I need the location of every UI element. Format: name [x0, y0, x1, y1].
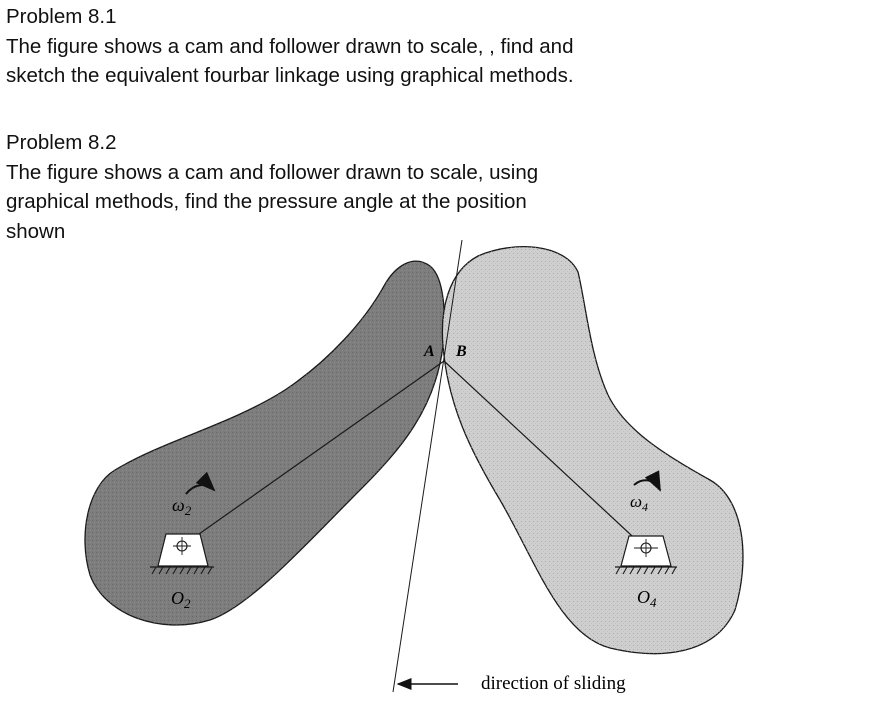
cam-link-2-texture — [84, 261, 445, 625]
omega4-arrow-icon — [633, 470, 661, 492]
effective-link-2 — [181, 360, 445, 547]
pivot-o2-label: O2 — [171, 588, 191, 611]
problem-8-1-line-1: The figure shows a cam and follower draw… — [6, 34, 574, 58]
problem-8-2-line-1: The figure shows a cam and follower draw… — [6, 160, 539, 184]
ground-pivot-o2 — [150, 533, 214, 575]
problem-8-2-line-2: graphical methods, find the pressure ang… — [6, 190, 527, 213]
omega2-label: ω2 — [172, 495, 192, 518]
problem-8-2-heading: Problem 8.2 — [6, 131, 117, 154]
point-b-label: B — [455, 343, 467, 360]
effective-link-4 — [443, 360, 646, 549]
problem-8-2: Problem 8.2 The figure shows a cam and f… — [6, 128, 538, 246]
omega2-arrow-icon — [185, 471, 216, 495]
problem-8-1-line-2: sketch the equivalent fourbar linkage us… — [6, 64, 574, 87]
problem-8-1-heading: Problem 8.1 — [6, 5, 117, 28]
ground-pivot-o4 — [615, 535, 677, 575]
omega4-label: ω4 — [630, 492, 648, 514]
pivot-o4-label: O4 — [637, 587, 657, 610]
sliding-direction-label: direction of sliding — [481, 673, 626, 694]
cam-link-4-texture — [442, 246, 743, 654]
point-a-label: A — [423, 343, 435, 360]
problem-8-1: Problem 8.1 The figure shows a cam and f… — [6, 2, 574, 91]
problem-8-2-line-3: shown — [6, 219, 66, 243]
common-tangent-line — [392, 239, 463, 693]
